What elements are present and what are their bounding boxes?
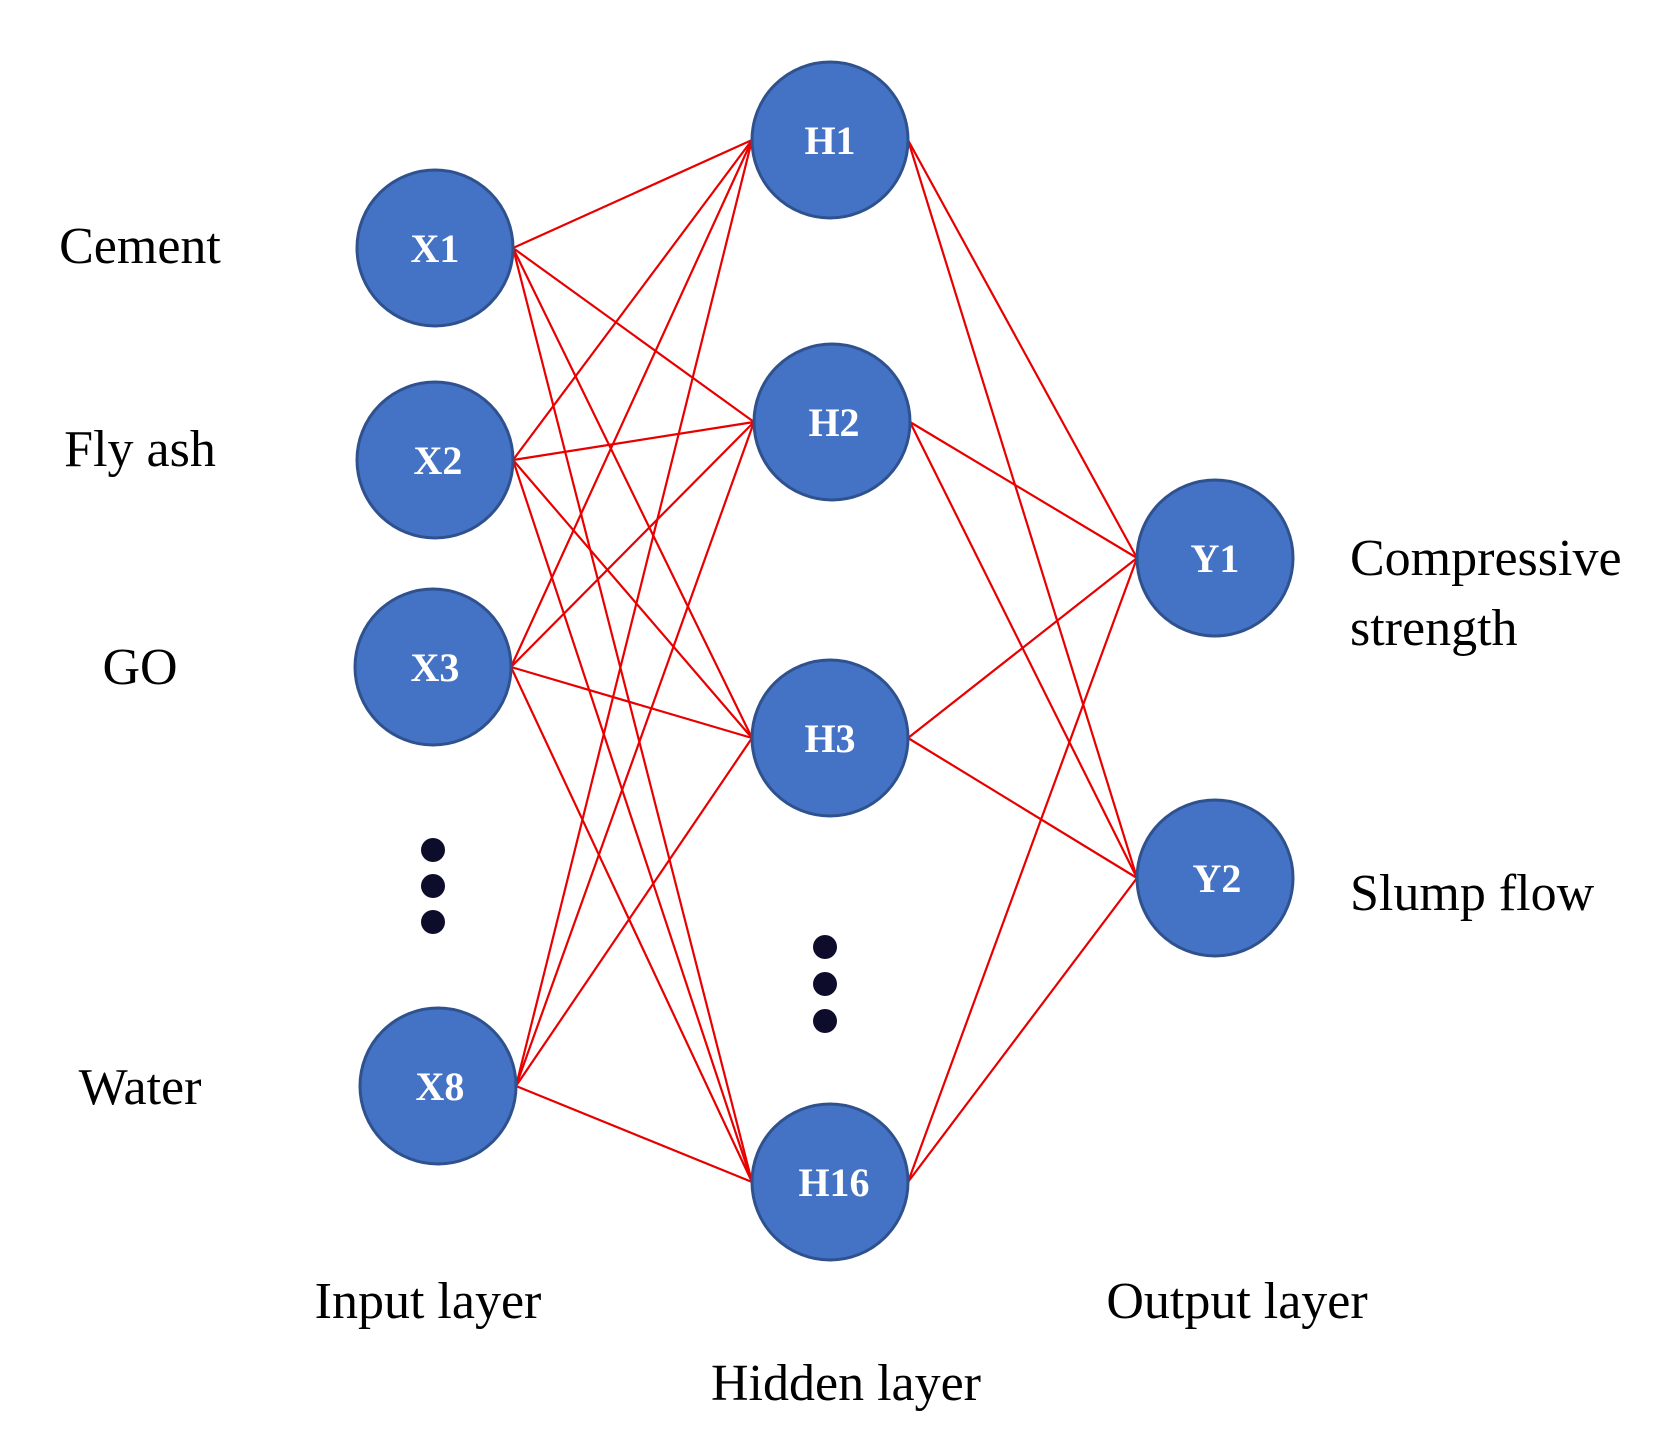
hidden-node-h2: H2 xyxy=(752,342,912,502)
hidden-node-h16: H16 xyxy=(750,1102,910,1262)
svg-text:H1: H1 xyxy=(804,118,855,163)
ellipsis-dot xyxy=(813,972,837,996)
svg-text:Y1: Y1 xyxy=(1191,536,1240,581)
edge-x1-h16 xyxy=(511,247,754,1183)
edge-h2-y2 xyxy=(909,421,1138,879)
label-compressive: Compressive xyxy=(1350,530,1622,587)
ellipsis-dot xyxy=(421,838,445,862)
svg-text:H2: H2 xyxy=(808,400,859,445)
output-layer-label: Output layer xyxy=(1106,1273,1367,1330)
hidden-ellipsis xyxy=(813,935,837,1033)
ellipsis-dot xyxy=(813,1009,837,1033)
edge-x1-h2 xyxy=(512,247,755,423)
svg-text:X8: X8 xyxy=(416,1064,465,1109)
edge-h3-y1 xyxy=(907,557,1138,739)
connections xyxy=(509,138,1139,1184)
edge-x1-h1 xyxy=(512,138,753,250)
edge-x3-h2 xyxy=(510,421,755,668)
edge-x1-h3 xyxy=(512,247,753,739)
edge-x2-h16 xyxy=(511,459,754,1183)
label-strength: strength xyxy=(1350,600,1518,657)
hidden-node-h1: H1 xyxy=(750,60,910,220)
input-node-x1: X1 xyxy=(355,168,515,328)
hidden-node-h3: H3 xyxy=(750,658,910,818)
edge-x3-h1 xyxy=(509,139,754,668)
label-fly-ash: Fly ash xyxy=(64,421,216,478)
edge-x8-h1 xyxy=(514,139,754,1087)
label-slump-flow: Slump flow xyxy=(1350,865,1595,922)
input-ellipsis xyxy=(421,838,445,934)
input-node-x3: X3 xyxy=(353,587,513,747)
svg-text:H3: H3 xyxy=(804,716,855,761)
edge-x2-h1 xyxy=(512,139,753,461)
edge-h16-y2 xyxy=(907,877,1138,1183)
input-layer-label: Input layer xyxy=(315,1273,542,1330)
edge-h16-y1 xyxy=(906,557,1139,1183)
edge-x8-h3 xyxy=(515,737,753,1087)
edge-x3-h16 xyxy=(510,666,753,1183)
edge-h1-y2 xyxy=(906,139,1139,879)
svg-text:X3: X3 xyxy=(411,645,460,690)
svg-text:X1: X1 xyxy=(411,226,460,271)
edge-x2-h3 xyxy=(512,459,753,739)
input-node-x8: X8 xyxy=(358,1006,518,1166)
input-node-x2: X2 xyxy=(355,380,515,540)
svg-text:H16: H16 xyxy=(798,1160,869,1205)
output-node-y1: Y1 xyxy=(1135,478,1295,638)
label-go: GO xyxy=(102,639,177,696)
ellipsis-dot xyxy=(813,935,837,959)
svg-text:Y2: Y2 xyxy=(1193,856,1242,901)
ellipsis-dot xyxy=(421,910,445,934)
svg-text:X2: X2 xyxy=(414,438,463,483)
label-water: Water xyxy=(79,1059,202,1116)
edge-h2-y1 xyxy=(909,421,1138,559)
ellipsis-dot xyxy=(421,874,445,898)
edge-x2-h2 xyxy=(512,420,755,462)
label-cement: Cement xyxy=(59,218,221,275)
edge-h1-y1 xyxy=(907,139,1138,559)
edge-x8-h2 xyxy=(514,421,756,1087)
edge-x3-h3 xyxy=(510,665,753,740)
hidden-layer-label: Hidden layer xyxy=(711,1355,981,1412)
edge-x8-h16 xyxy=(515,1084,753,1184)
edge-h3-y2 xyxy=(907,737,1138,879)
output-node-y2: Y2 xyxy=(1135,798,1295,958)
